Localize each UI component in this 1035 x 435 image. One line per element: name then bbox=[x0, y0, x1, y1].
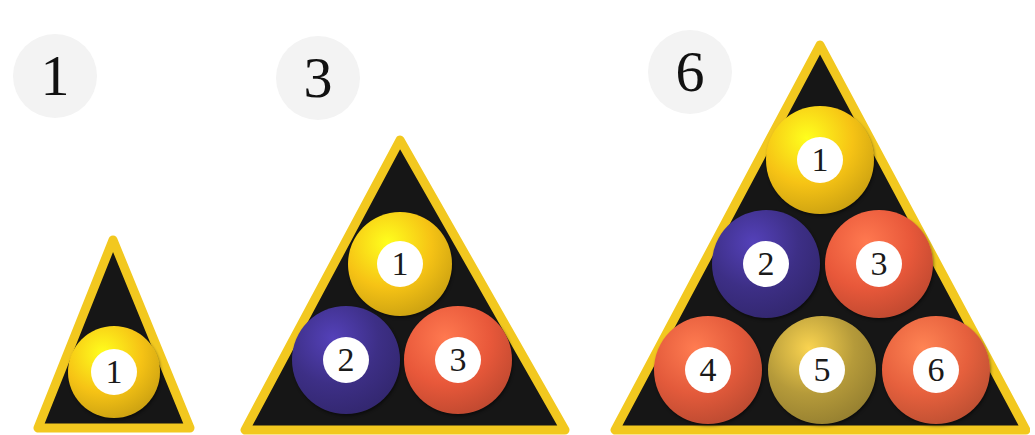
heading-halo bbox=[13, 34, 97, 118]
billiard-ball: 2 bbox=[712, 210, 820, 318]
billiard-ball: 3 bbox=[825, 210, 933, 318]
billiard-ball: 1 bbox=[348, 212, 452, 316]
ball-number: 6 bbox=[913, 347, 959, 393]
billiard-ball: 3 bbox=[404, 306, 512, 414]
ball-number: 2 bbox=[323, 337, 369, 383]
ball-number: 5 bbox=[799, 347, 845, 393]
billiard-ball: 4 bbox=[654, 316, 762, 424]
ball-number: 2 bbox=[743, 241, 789, 287]
billiard-ball: 1 bbox=[68, 326, 160, 418]
triangle-rack bbox=[245, 140, 565, 430]
ball-number: 3 bbox=[856, 241, 902, 287]
count-heading: 1 bbox=[41, 47, 70, 105]
billiard-ball: 1 bbox=[766, 106, 874, 214]
triangle-rack bbox=[615, 45, 1026, 430]
ball-number: 1 bbox=[91, 349, 137, 395]
billiard-ball: 6 bbox=[882, 316, 990, 424]
count-heading: 3 bbox=[304, 49, 333, 107]
triangle-rack bbox=[38, 240, 190, 428]
ball-number: 1 bbox=[377, 241, 423, 287]
count-heading-wrap: 3 bbox=[304, 49, 333, 107]
ball-number: 1 bbox=[797, 137, 843, 183]
count-heading: 6 bbox=[676, 43, 705, 101]
ball-number: 4 bbox=[685, 347, 731, 393]
rack-triangle: 11 bbox=[12, 20, 212, 435]
heading-halo bbox=[276, 36, 360, 120]
ball-number: 3 bbox=[435, 337, 481, 383]
heading-halo bbox=[648, 30, 732, 114]
count-heading-wrap: 1 bbox=[41, 47, 70, 105]
billiard-ball: 5 bbox=[768, 316, 876, 424]
rack-triangle: 3 1 2 3 bbox=[238, 20, 572, 435]
billiard-ball: 2 bbox=[292, 306, 400, 414]
rack-triangle: 6 1 2 3 4 5 6 bbox=[600, 20, 1030, 435]
count-heading-wrap: 6 bbox=[676, 43, 705, 101]
